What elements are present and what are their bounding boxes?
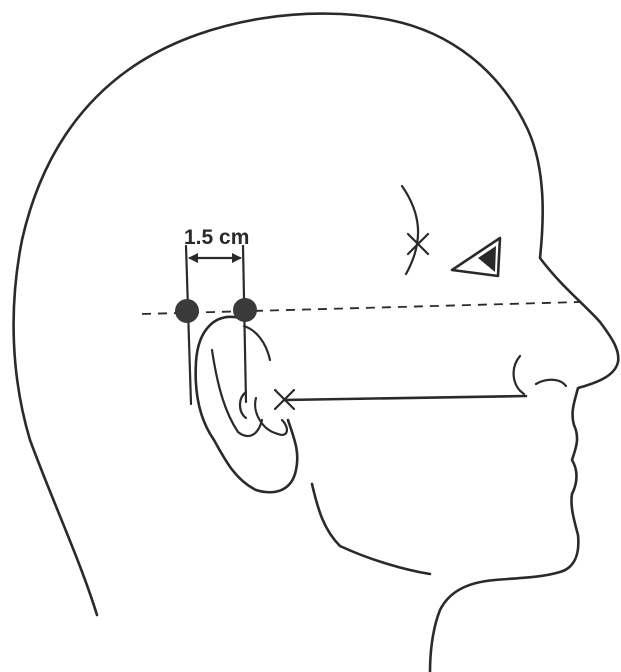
nostril (514, 356, 566, 394)
head-outline (14, 14, 619, 672)
ear-inner (212, 326, 270, 436)
arrowhead-left (188, 253, 198, 263)
tragus-nose-line (284, 396, 526, 400)
reference-dot-right (233, 298, 257, 322)
measurement-label: 1.5 cm (184, 226, 249, 249)
eyebrow-arc (402, 186, 418, 274)
jaw-line (312, 484, 430, 574)
dashed-reference-line (142, 302, 580, 314)
ear-outer (196, 317, 298, 492)
arrowhead-right (232, 253, 242, 263)
reference-dot-left (175, 299, 199, 323)
measure-line-right (243, 246, 246, 402)
ear-tragus (240, 392, 287, 435)
measure-line-left (186, 246, 191, 404)
